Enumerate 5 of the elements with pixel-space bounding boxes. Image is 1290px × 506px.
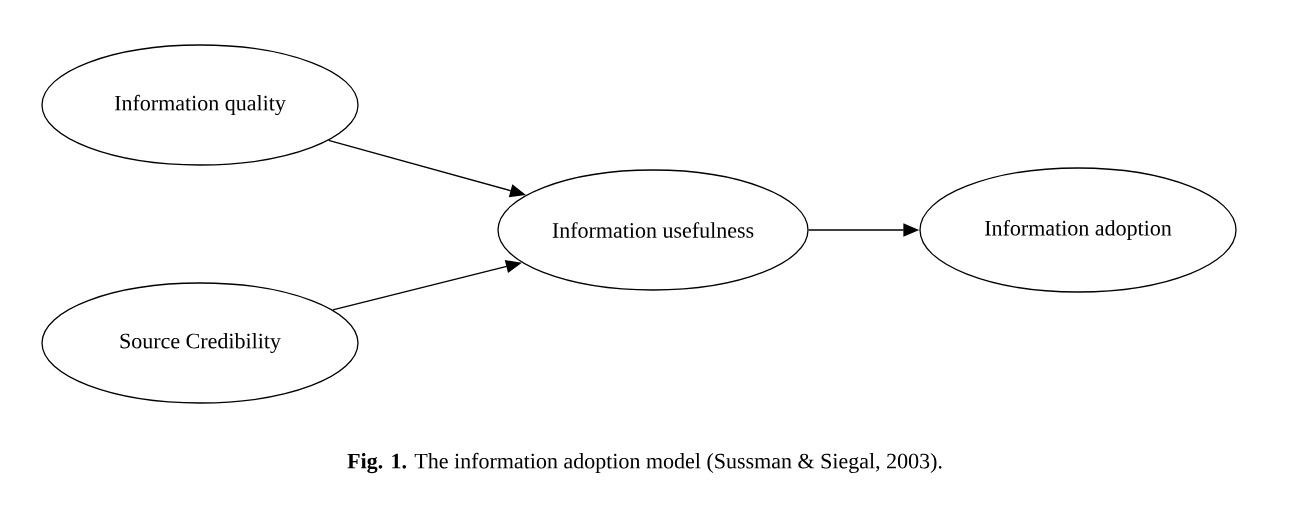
ellipse-node: Information quality <box>41 44 359 166</box>
ellipse-node: Source Credibility <box>41 282 359 404</box>
ellipse-node: Information usefulness <box>497 169 809 291</box>
caption: Fig. 1. The information adoption model (Sussman & Siegal, 2003). <box>347 452 942 474</box>
ellipse-node: Information adoption <box>919 167 1237 293</box>
